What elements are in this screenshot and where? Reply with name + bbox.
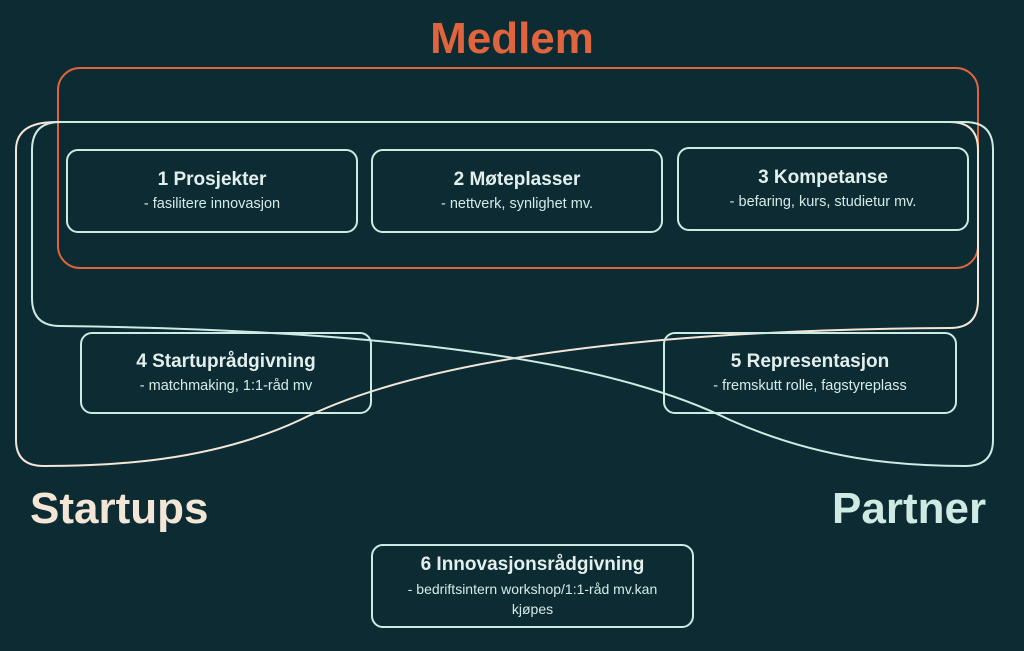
box-subtitle: - fremskutt rolle, fagstyreplass	[713, 378, 907, 394]
box-prosjekter: 1 Prosjekter - fasilitere innovasjon	[66, 149, 358, 233]
box-title: 6 Innovasjonsrådgivning	[420, 554, 645, 575]
box-subtitle: - befaring, kurs, studietur mv.	[729, 194, 917, 210]
startups-heading: Startups	[30, 484, 209, 533]
box-title: 3 Kompetanse	[758, 167, 888, 188]
box-kompetanse: 3 Kompetanse - befaring, kurs, studietur…	[677, 147, 969, 231]
member-heading: Medlem	[430, 14, 594, 63]
box-title: 1 Prosjekter	[157, 169, 267, 190]
partner-heading: Partner	[832, 484, 987, 533]
box-subtitle: - bedriftsintern workshop/1:1-råd mv.kan…	[407, 581, 658, 617]
box-title: 2 Møteplasser	[453, 169, 581, 190]
box-subtitle: - matchmaking, 1:1-råd mv	[139, 378, 313, 394]
startups-group-outline	[15, 121, 979, 468]
box-subtitle: - nettverk, synlighet mv.	[440, 196, 594, 212]
box-title: 4 Startuprådgivning	[136, 351, 316, 372]
box-subtitle: - fasilitere innovasjon	[143, 196, 281, 212]
box-representasjon: 5 Representasjon - fremskutt rolle, fags…	[663, 332, 957, 414]
box-moteplasser: 2 Møteplasser - nettverk, synlighet mv.	[371, 149, 663, 233]
box-title: 5 Representasjon	[730, 351, 890, 372]
partner-group-outline	[31, 121, 994, 468]
box-innovasjonsradgivning: 6 Innovasjonsrådgivning - bedriftsintern…	[371, 544, 694, 628]
box-startupradgivning: 4 Startuprådgivning - matchmaking, 1:1-r…	[80, 332, 372, 414]
